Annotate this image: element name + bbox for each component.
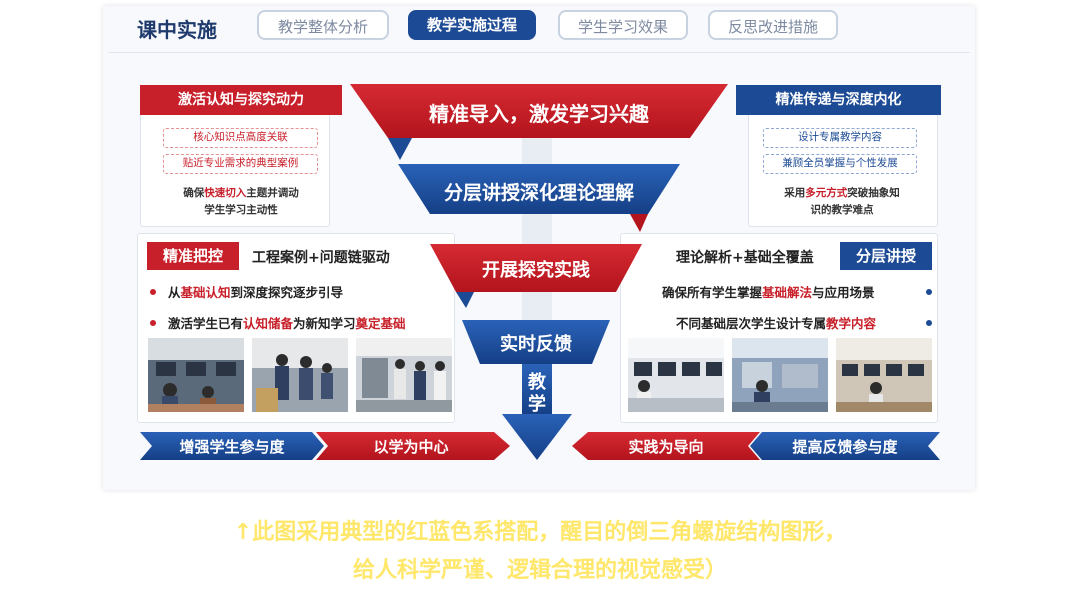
bottom-arrow-3-label: 实践为导向 bbox=[582, 436, 750, 457]
funnel-fold bbox=[456, 292, 474, 308]
funnel-level-4-label: 实时反馈 bbox=[480, 330, 592, 356]
bottom-arrow-2-label: 以学为中心 bbox=[326, 436, 496, 457]
caption-line-1: ↑此图采用典型的红蓝色系搭配，醒目的倒三角螺旋结构图形， bbox=[0, 514, 1080, 546]
caption-line-2: 给人科学严谨、逻辑合理的视觉感受） bbox=[0, 552, 1080, 584]
bottom-arrow-1-label: 增强学生参与度 bbox=[150, 436, 314, 457]
funnel-arrow-head bbox=[502, 414, 572, 460]
bottom-arrow-4-label: 提高反馈参与度 bbox=[760, 436, 930, 457]
funnel-level-2-label: 分层讲授深化理论理解 bbox=[430, 178, 648, 205]
funnel-arrow-label: 教学 bbox=[526, 372, 548, 416]
funnel-level-1-label: 精准导入，激发学习兴趣 bbox=[388, 98, 690, 127]
funnel-level-3-label: 开展探究实践 bbox=[456, 256, 616, 282]
funnel-fold bbox=[630, 214, 648, 232]
funnel-fold bbox=[388, 138, 412, 160]
